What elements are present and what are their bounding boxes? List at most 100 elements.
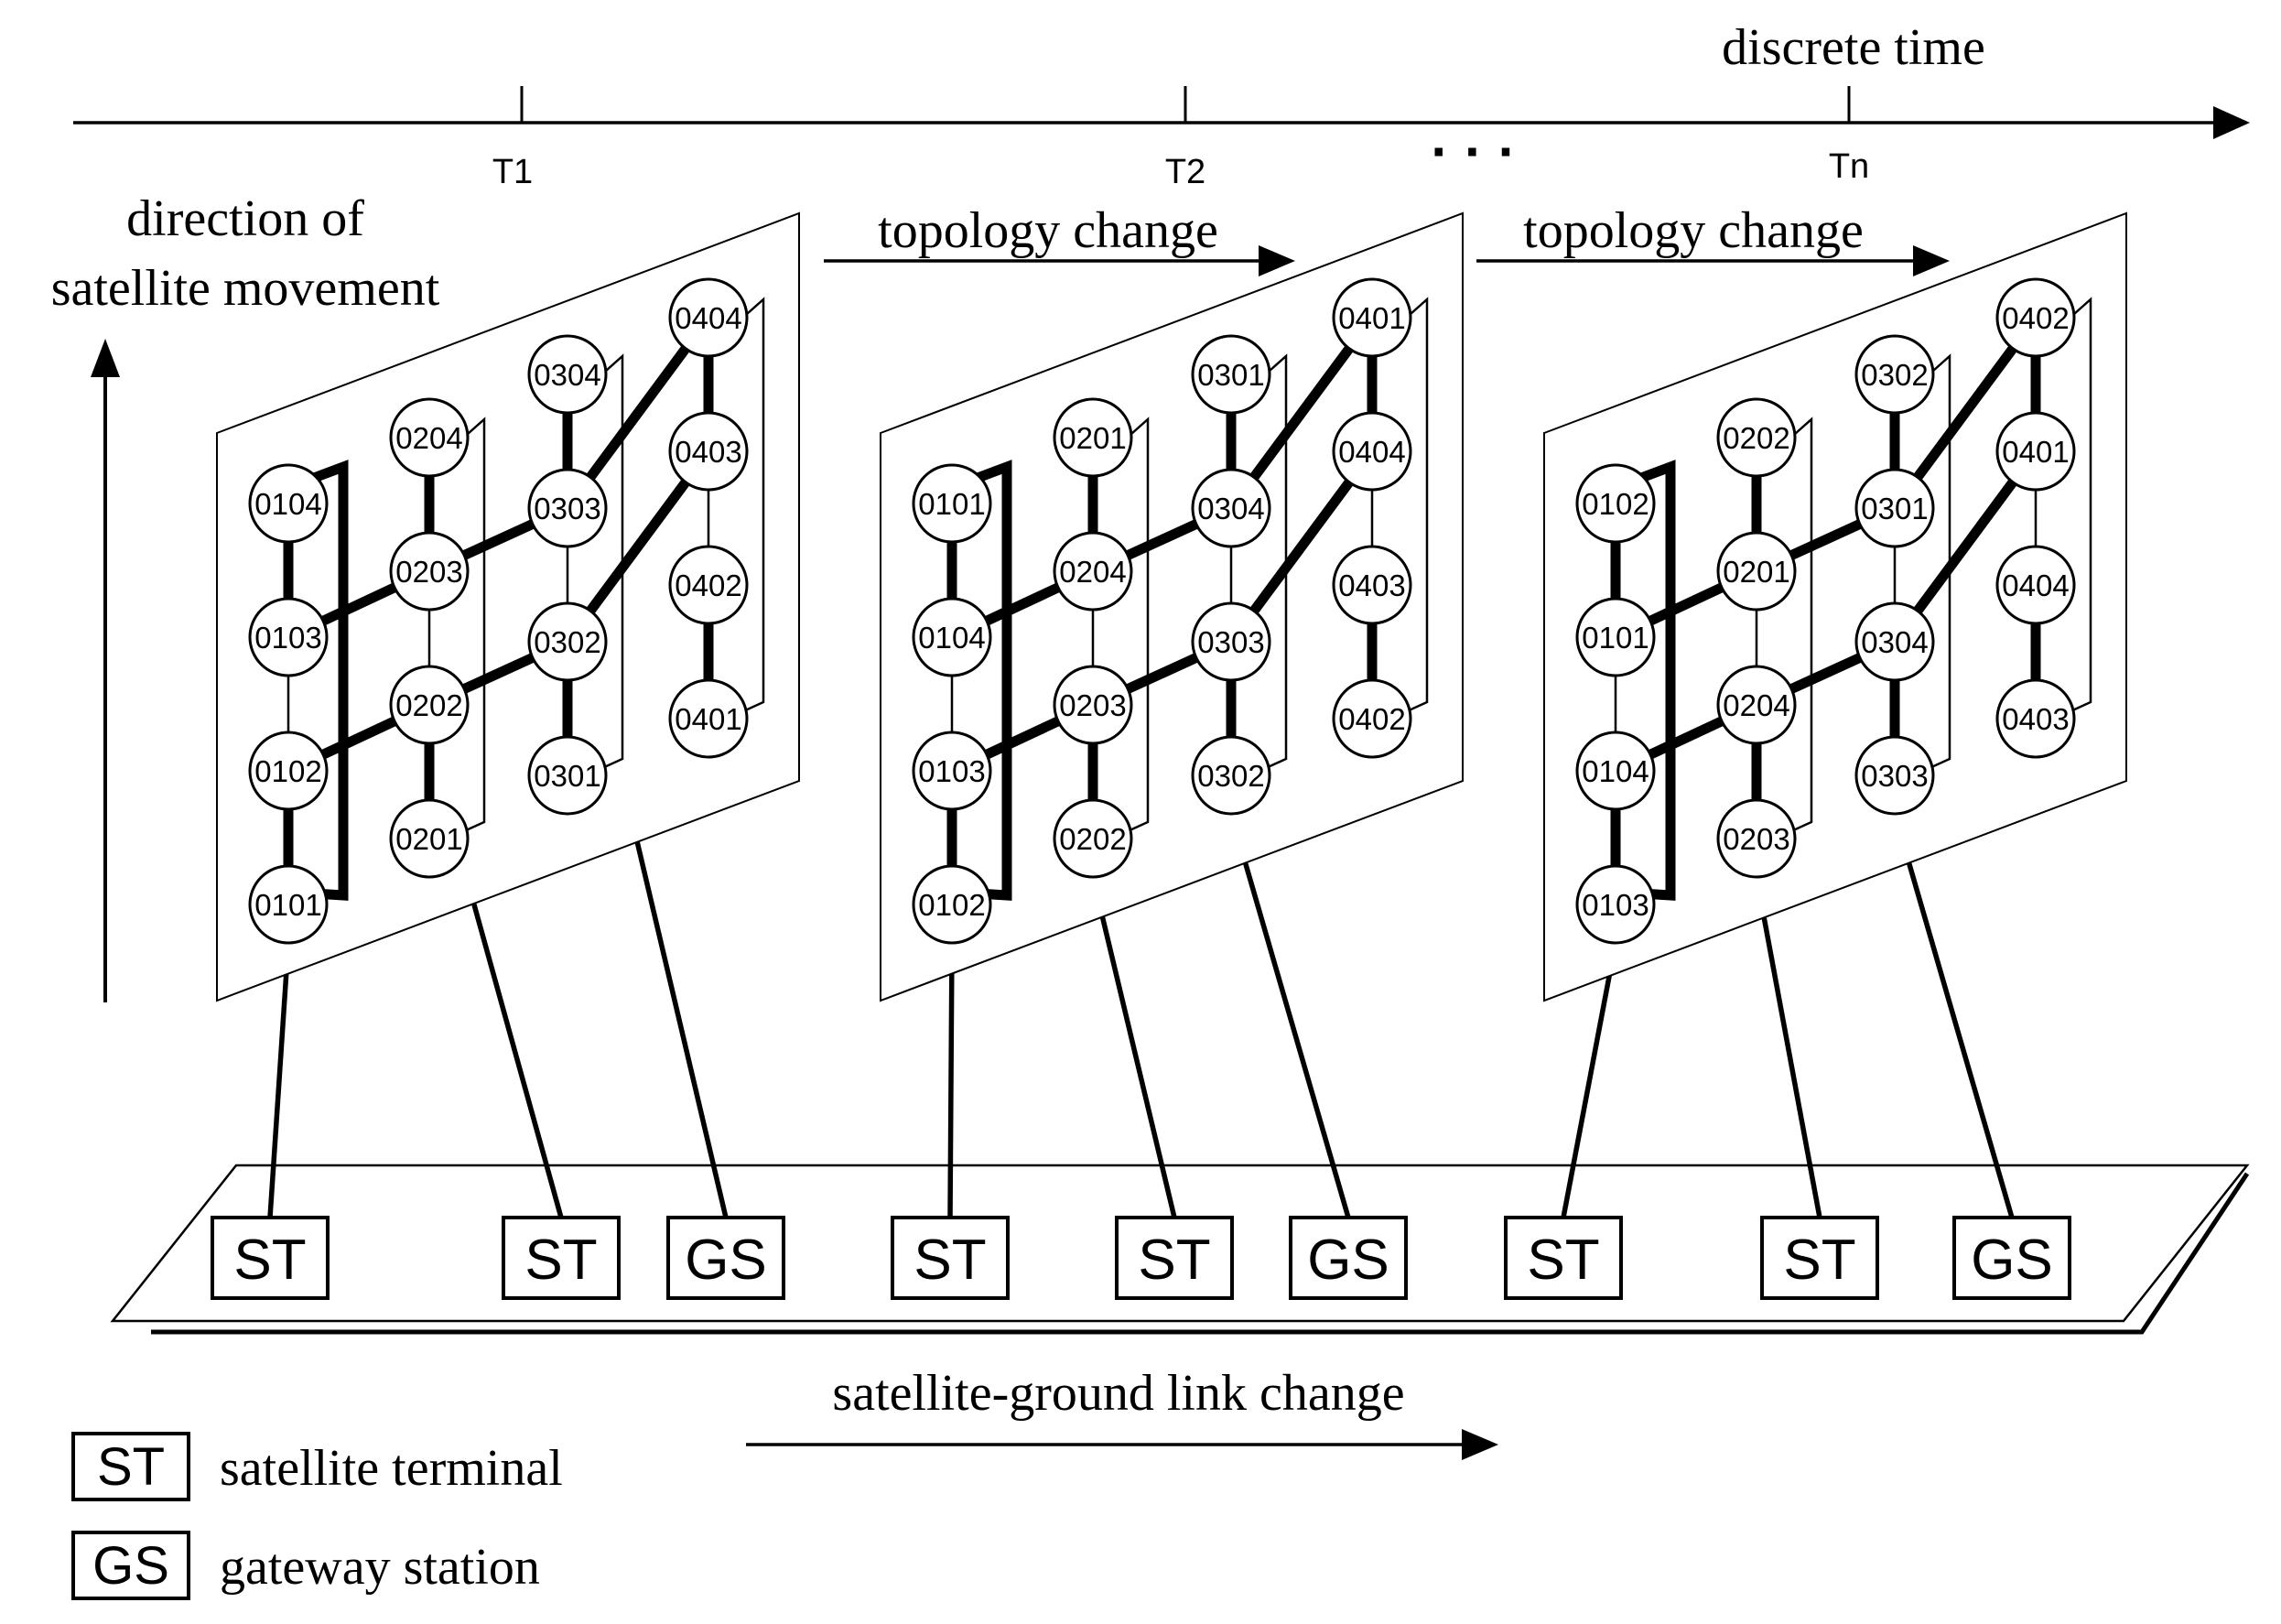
satellite-node-circle — [1854, 468, 1935, 548]
satellite-node-circle — [1575, 731, 1656, 811]
satellite-id: 0301 — [1861, 492, 1928, 525]
satellite-id: 0404 — [1338, 435, 1405, 469]
satellite-id: 0304 — [1861, 625, 1928, 659]
topology-change-arrowhead — [1913, 245, 1950, 276]
satellite-id: 0303 — [1861, 759, 1928, 793]
station-code: ST — [524, 1229, 597, 1292]
satellite-node: 0303 — [1854, 735, 1935, 816]
legend-item-gs: GS gateway station — [71, 1531, 540, 1600]
satellite-node-circle — [1332, 411, 1412, 492]
satellite-id: 0403 — [2002, 702, 2069, 736]
satellite-ground-link — [1754, 876, 1822, 1218]
satellite-node: 0303 — [527, 468, 608, 548]
satellite-node-circle — [1053, 665, 1133, 745]
movement-indicator: direction of satellite movement — [51, 190, 440, 1002]
satellite-node-circle — [1995, 545, 2076, 625]
satellite-node-circle — [912, 731, 992, 811]
satellite-node: 0102 — [248, 731, 329, 811]
satellite-node-circle — [1716, 798, 1797, 879]
satellite-node: 0102 — [912, 864, 992, 945]
satellite-id: 0303 — [1197, 625, 1264, 659]
satellite-node: 0304 — [527, 334, 608, 415]
satellite-id: 0101 — [254, 888, 321, 922]
station-box — [1289, 1216, 1408, 1300]
ground-plane-shadow — [151, 1172, 2250, 1335]
satellite-id: 0201 — [1723, 555, 1789, 589]
satellite-node: 0403 — [1332, 545, 1412, 625]
satellite-id: 0102 — [254, 754, 321, 788]
satellite-node-circle — [527, 601, 608, 682]
satellite-node: 0404 — [1332, 411, 1412, 492]
satellite-node-circle — [1854, 334, 1935, 415]
satellite-ground-link — [1561, 942, 1618, 1218]
satellite-node: 0101 — [1575, 597, 1656, 677]
satellite-panels: 0104 0103 0102 0101 0204 0203 0202 0201 0304 0303… — [216, 211, 2127, 1002]
satellite-node: 0203 — [1716, 798, 1797, 879]
satellite-node: 0202 — [389, 665, 470, 745]
gateway-station: GS — [666, 1216, 785, 1300]
satellite-id: 0301 — [534, 759, 600, 793]
satellite-node: 0103 — [912, 731, 992, 811]
station-code: GS — [685, 1229, 767, 1292]
satellite-node: 0203 — [389, 531, 470, 612]
satellite-id: 0201 — [1059, 421, 1126, 455]
satellite-id: 0202 — [1059, 822, 1126, 856]
timeline-ellipsis: · · · — [1431, 121, 1516, 182]
legend-item-st: ST satellite terminal — [71, 1432, 563, 1501]
satellite-node-circle — [1332, 545, 1412, 625]
satellite-node-circle — [1191, 735, 1271, 816]
satellite-node: 0104 — [1575, 731, 1656, 811]
time-axis-label: discrete time — [1722, 19, 1985, 76]
legend-gs-code: GS — [92, 1536, 169, 1596]
satellite-id: 0302 — [1197, 759, 1264, 793]
station-code: ST — [1527, 1229, 1599, 1292]
satellite-terminal: ST — [1115, 1216, 1234, 1300]
wrap-link — [1790, 417, 1813, 833]
satellite-node: 0403 — [668, 411, 749, 492]
satellite-node-circle — [1053, 397, 1133, 478]
satellite-node-circle — [248, 731, 329, 811]
satellite-node: 0102 — [1575, 463, 1656, 544]
tick-label-tn: Tn — [1829, 147, 1869, 186]
satellite-id: 0403 — [675, 435, 741, 469]
satellite-node: 0303 — [1191, 601, 1271, 682]
satellite-node-circle — [1854, 735, 1935, 816]
movement-label-line2: satellite movement — [51, 260, 440, 317]
wrap-link-active — [1639, 460, 1676, 901]
station-code: GS — [1307, 1229, 1389, 1292]
legend: ST satellite terminal GS gateway station — [71, 1432, 563, 1600]
satellite-node: 0201 — [1716, 531, 1797, 612]
panel-plane — [216, 211, 800, 1002]
satellite-node-circle — [248, 597, 329, 677]
satellite-node: 0101 — [248, 864, 329, 945]
satellite-id: 0101 — [918, 487, 985, 521]
satellite-id: 0203 — [1059, 688, 1126, 722]
satellite-node: 0301 — [1191, 334, 1271, 415]
satellite-node: 0103 — [248, 597, 329, 677]
satellite-node-circle — [1575, 597, 1656, 677]
satellite-id: 0304 — [534, 358, 600, 392]
satellite-node: 0404 — [1995, 545, 2076, 625]
satellite-node-circle — [1995, 277, 2076, 358]
wrap-link — [742, 297, 765, 713]
satellite-node-circle — [527, 468, 608, 548]
satellite-panel: 0104010301020101020402030202020103040303… — [216, 211, 800, 1002]
satellite-node-circle — [1575, 864, 1656, 945]
satellite-id: 0102 — [1582, 487, 1649, 521]
satellite-node-circle — [1191, 334, 1271, 415]
satellite-id: 0401 — [1338, 301, 1405, 335]
satellite-ground-link — [267, 942, 291, 1218]
legend-st-box — [71, 1432, 190, 1501]
satellite-node-circle — [668, 678, 749, 759]
topology-change-label: topology change — [1523, 202, 1864, 259]
ground-plane — [110, 1164, 2250, 1335]
satellite-node: 0204 — [389, 397, 470, 478]
satellite-node: 0202 — [1716, 397, 1797, 478]
wrap-link — [1265, 353, 1288, 770]
satellite-node-circle — [1995, 678, 2076, 759]
satellite-node: 0401 — [1995, 411, 2076, 492]
station-box — [1115, 1216, 1234, 1300]
satellite-panel: 0101010401030102020102040203020203010304… — [880, 211, 1464, 1002]
topology-change-label: topology change — [878, 202, 1218, 259]
satellite-node: 0304 — [1191, 468, 1271, 548]
